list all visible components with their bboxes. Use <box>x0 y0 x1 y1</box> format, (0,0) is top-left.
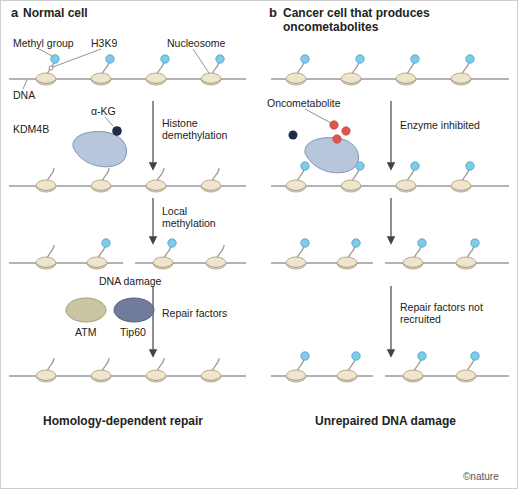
step-label: Local methylation <box>162 205 242 229</box>
node-label: ATM <box>75 326 96 338</box>
part-label: H3K9 <box>91 37 117 49</box>
node-label: Tip60 <box>120 326 146 338</box>
node-outline <box>65 297 107 323</box>
panel-title: Cancer cell that produces oncometabolite… <box>283 7 448 35</box>
leader-line <box>23 49 331 126</box>
part-label: Methyl group <box>13 37 74 49</box>
part-label: Oncometabolite <box>267 97 341 109</box>
step-label: Repair factors <box>162 307 232 319</box>
step-label: Histone demethylation <box>162 117 252 141</box>
step-label: Repair factors not recruited <box>400 301 496 325</box>
copyright: ©nature <box>463 471 499 483</box>
repair-factor: Tip60 <box>113 297 155 323</box>
inhibited-enzyme <box>289 121 359 173</box>
node-outline <box>65 121 135 167</box>
repair-factor: ATM <box>65 297 107 323</box>
panel-letter: a <box>11 6 18 21</box>
panel-letter: b <box>269 6 277 21</box>
step-label: Enzyme inhibited <box>400 119 480 131</box>
outcome-label: Unrepaired DNA damage <box>315 415 456 429</box>
part-label: Nucleosome <box>167 37 225 49</box>
dna-strand <box>9 55 246 382</box>
part-label: α-KG <box>91 105 116 117</box>
node-outline <box>113 297 155 323</box>
part-label: DNA damage <box>99 275 161 287</box>
process-arrow <box>153 101 391 356</box>
part-label: DNA <box>13 89 35 101</box>
node-label: KDM4B <box>13 123 49 135</box>
panel-title: Normal cell <box>23 7 88 21</box>
outcome-label: Homology-dependent repair <box>43 415 203 429</box>
enzyme-blob: KDM4B <box>65 121 135 167</box>
